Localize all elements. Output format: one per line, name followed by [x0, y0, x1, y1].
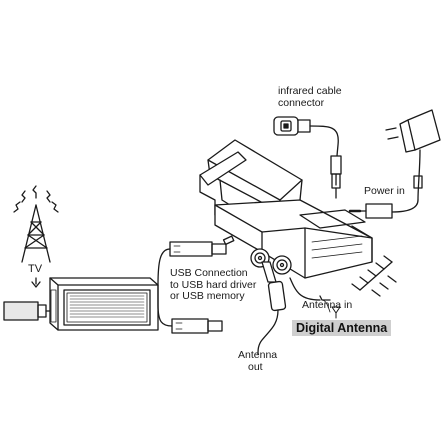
digital-antenna-label: Digital Antenna: [292, 320, 392, 336]
usb-label-line2: to USB hard driver: [170, 278, 257, 291]
usb-connection-label: USB Connection to USB hard driver or USB…: [170, 267, 257, 303]
usb-label-line1: USB Connection: [170, 267, 248, 279]
antenna-symbol-icon: [331, 306, 341, 319]
receiver-device: [199, 139, 373, 279]
usb-label-line3: or USB memory: [170, 290, 245, 302]
tv-plug-icon: [3, 301, 57, 321]
infrared-label-line2: connector: [278, 96, 325, 109]
power-in-label: Power in: [364, 185, 405, 197]
usb-cable: [157, 248, 173, 327]
television-icon: [49, 277, 159, 331]
down-arrow-icon: [31, 277, 41, 288]
usb-lower-plug-icon: [171, 318, 223, 334]
infrared-label-line1: infrared cable: [278, 85, 342, 97]
antenna-in-cable: [289, 277, 321, 301]
tv-label: TV: [28, 263, 43, 275]
usb-upper-plug-icon: [169, 241, 227, 257]
antenna-out-label: Antenna out: [238, 349, 278, 373]
antenna-out-cable: [257, 261, 287, 355]
tv-tower-icon: [13, 185, 59, 263]
digital-antenna-icon: [319, 255, 397, 313]
power-plug-icon: [348, 203, 393, 219]
power-adapter-icon: [385, 109, 441, 213]
antenna-in-label: Antenna in: [302, 299, 353, 311]
infrared-connector-icon: [273, 116, 342, 199]
antenna-out-line1: Antenna: [238, 349, 278, 361]
antenna-out-line2: out: [248, 360, 263, 373]
infrared-label: infrared cable connector: [278, 85, 342, 109]
